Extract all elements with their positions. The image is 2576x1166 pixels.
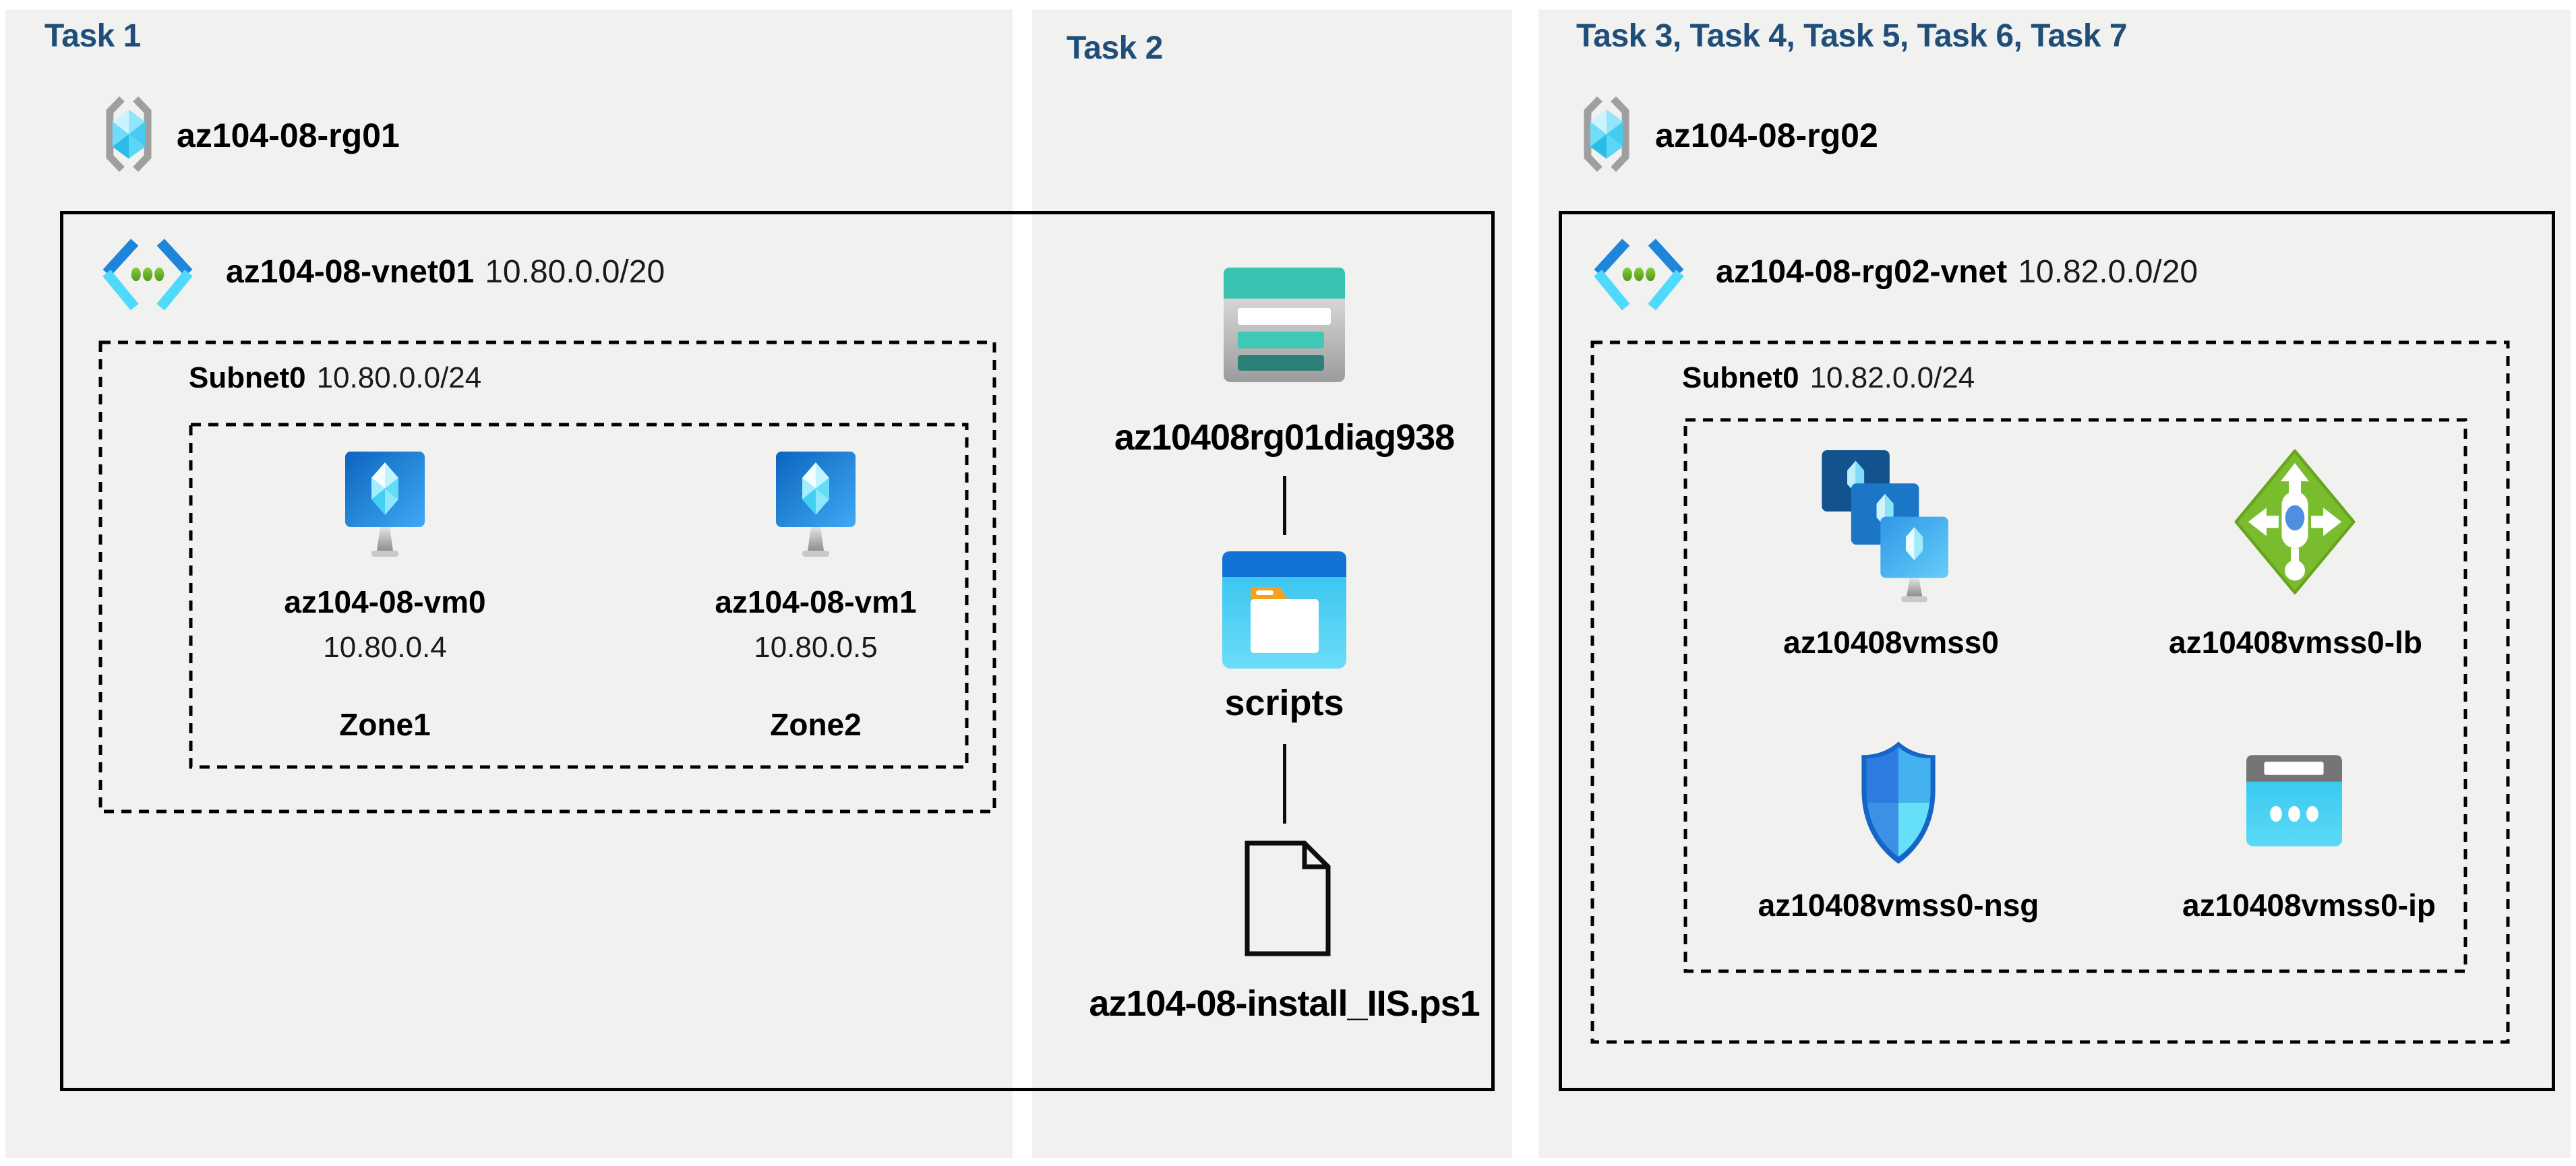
vm-scale-set-icon: [1822, 450, 1952, 607]
task3-header: Task 3, Task 4, Task 5, Task 6, Task 7: [1576, 18, 2128, 54]
resource-group-icon: [102, 94, 155, 174]
virtual-machine-icon: [775, 452, 856, 560]
vm1-ip-label: 10.80.0.5: [754, 631, 878, 664]
nsg-label: az10408vmss0-nsg: [1758, 888, 2039, 923]
virtual-network-icon: [1591, 237, 1687, 313]
vm1-name-label: az104-08-vm1: [715, 584, 917, 619]
public-ip-icon: [2246, 755, 2342, 847]
subnet2-cidr: 10.82.0.0/24: [1809, 361, 1975, 394]
vnet1-box: [60, 211, 1495, 1091]
task1-header: Task 1: [44, 18, 141, 54]
vnet2-box: [1559, 211, 2555, 1091]
scripts-folder-label: scripts: [1224, 683, 1344, 723]
vnet2-name: az104-08-rg02-vnet: [1716, 254, 2008, 290]
virtual-network-icon: [100, 237, 196, 313]
resource-group-label: az104-08-rg02: [1655, 117, 1878, 154]
vnet2-label: az104-08-rg02-vnet 10.82.0.0/20: [1716, 253, 2198, 290]
connector-line: [1283, 476, 1286, 535]
network-security-group-icon: [1855, 740, 1942, 865]
vm0-ip-label: 10.80.0.4: [323, 631, 447, 664]
folder-window-icon: [1222, 551, 1346, 669]
load-balancer-icon: [2234, 449, 2356, 596]
vmss-group-box: [1683, 418, 2467, 973]
virtual-machine-icon: [345, 452, 425, 560]
vnet1-cidr: 10.80.0.0/20: [485, 254, 665, 290]
vnet2-cidr: 10.82.0.0/20: [2018, 254, 2198, 290]
vm0-zone-label: Zone1: [339, 707, 431, 742]
subnet1-box: [98, 340, 996, 814]
vm0-name-label: az104-08-vm0: [284, 584, 486, 619]
resource-group-label: az104-08-rg01: [177, 117, 400, 154]
subnet1-label: Subnet0 10.80.0.0/24: [189, 361, 481, 395]
vnet1-name: az104-08-vnet01: [226, 254, 475, 290]
task1-panel: [5, 9, 1013, 1158]
public-ip-label: az10408vmss0-ip: [2182, 888, 2436, 923]
vm-zone-box: [189, 423, 969, 769]
vnet1-label: az104-08-vnet01 10.80.0.0/20: [226, 253, 665, 290]
storage-account-label: az10408rg01diag938: [1114, 417, 1455, 458]
vmss-label: az10408vmss0: [1783, 625, 1999, 660]
subnet1-cidr: 10.80.0.0/24: [316, 361, 482, 394]
connector-line: [1283, 744, 1286, 824]
task3-panel: [1538, 9, 2571, 1158]
storage-account-icon: [1224, 268, 1345, 382]
subnet2-label: Subnet0 10.82.0.0/24: [1682, 361, 1975, 395]
subnet2-box: [1590, 340, 2510, 1044]
subnet1-name: Subnet0: [189, 361, 306, 394]
resource-group-icon: [1580, 94, 1633, 174]
task2-header: Task 2: [1067, 30, 1163, 66]
subnet2-name: Subnet0: [1682, 361, 1799, 394]
vm1-zone-label: Zone2: [770, 707, 862, 742]
document-file-icon: [1242, 838, 1333, 958]
load-balancer-label: az10408vmss0-lb: [2169, 625, 2422, 660]
install-script-label: az104-08-install_IIS.ps1: [1089, 983, 1480, 1024]
